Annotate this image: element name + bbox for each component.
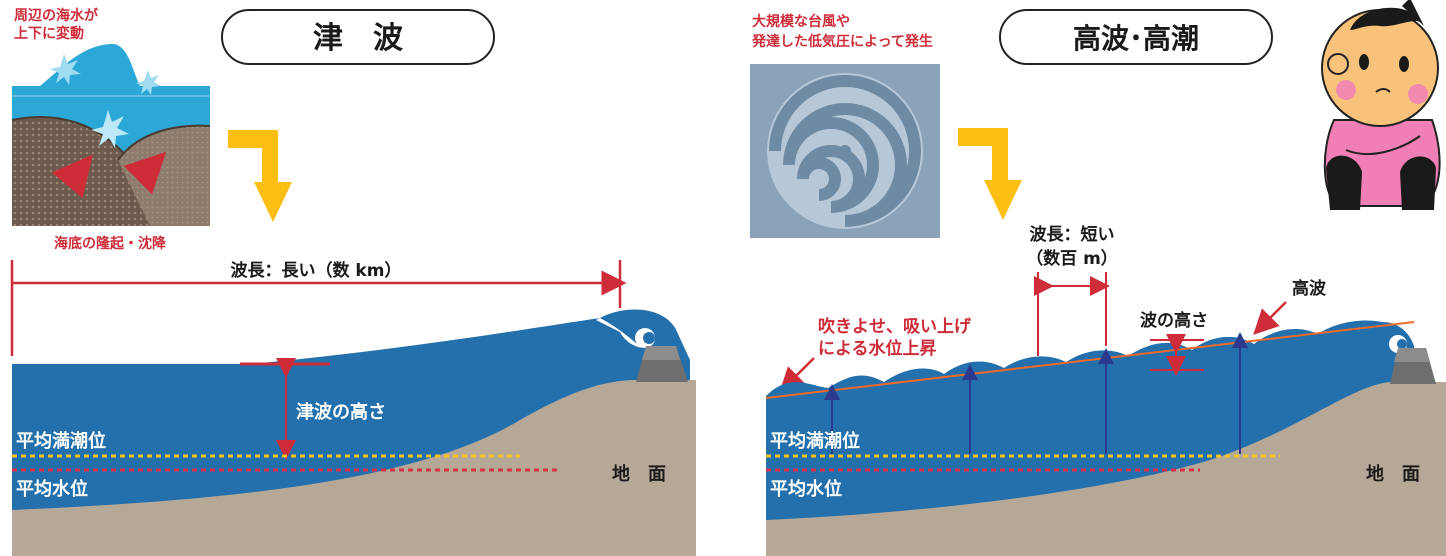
tsunami-mean-high-tide: 平均満潮位: [16, 430, 106, 452]
tsunami-cause-line2: 上下に変動: [14, 25, 84, 42]
high-wave-panel: 高波･高潮 大規模な台風や 発達した低気圧によって発生: [750, 0, 1446, 556]
tsunami-ground-label: 地 面: [612, 463, 666, 485]
character-illustration: [1321, 0, 1441, 210]
high-wave-cause-line2: 発達した低気圧によって発生: [751, 33, 933, 50]
high-wave-title: 高波･高潮: [1073, 22, 1199, 55]
high-wave-wavelength-line1: 波長：短い: [1030, 224, 1115, 245]
wave-height-label: 波の高さ: [1140, 310, 1208, 331]
tsunami-wavelength: 波長：長い（数 km）: [231, 260, 402, 281]
high-wave-mean-high-tide: 平均満潮位: [770, 430, 860, 452]
high-wave-mean-sea-level: 平均水位: [770, 478, 842, 500]
tsunami-title-box: [221, 9, 495, 65]
high-wave-ground: [766, 382, 1446, 556]
tsunami-ground: [12, 380, 696, 556]
tsunami-mean-sea-level: 平均水位: [16, 478, 88, 500]
typhoon-swirl-icon: [750, 64, 940, 238]
high-wave-ground-label: 地 面: [1366, 463, 1420, 485]
surge-line2: による水位上昇: [818, 338, 937, 359]
tsunami-panel: 津 波 周辺の海水が 上下に変動 海底の隆起・沈降 波長：長い（数 k: [10, 7, 696, 556]
high-wave-cause-line1: 大規模な台風や: [752, 13, 850, 30]
tsunami-height-label: 津波の高さ: [296, 401, 386, 423]
down-arrow-icon-2: [958, 128, 1022, 220]
high-wave-wavelength-line2: （数百 m）: [1026, 248, 1118, 269]
seabed-illustration: [11, 43, 211, 226]
down-arrow-icon: [228, 130, 292, 222]
tsunami-cause-line1: 周辺の海水が: [14, 7, 99, 24]
surge-trend-line: [765, 321, 1415, 399]
tsunami-title: 津 波: [313, 21, 404, 56]
high-wave-title-box: [999, 9, 1273, 65]
surge-line1: 吹きよせ、吸い上げ: [818, 316, 972, 337]
high-wave-label: 高波: [1292, 278, 1327, 299]
seabed-caption: 海底の隆起・沈降: [54, 235, 167, 252]
